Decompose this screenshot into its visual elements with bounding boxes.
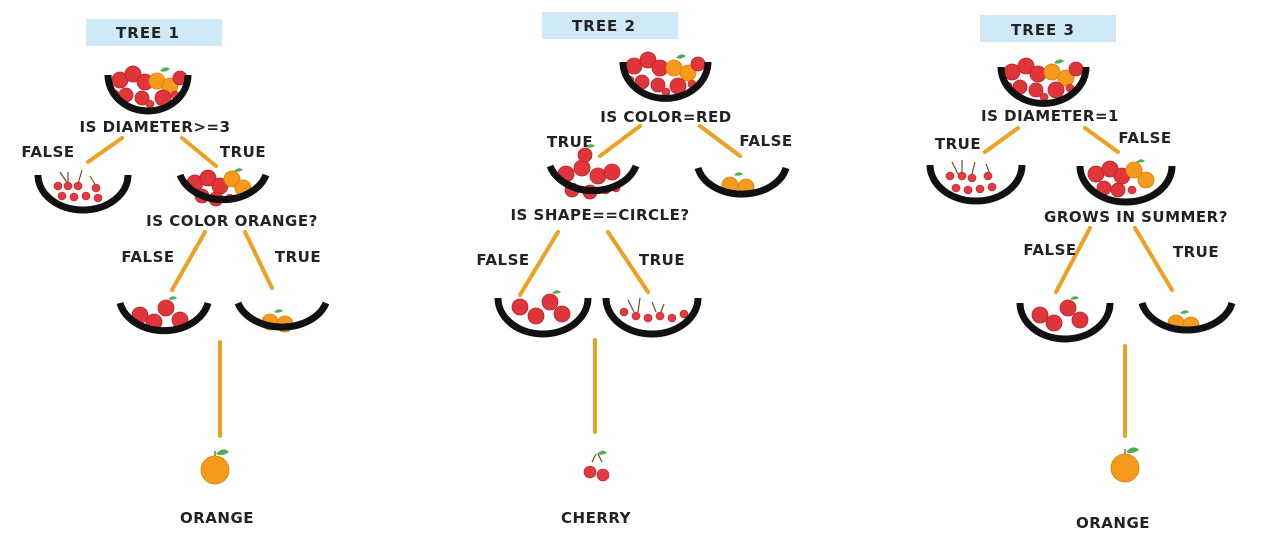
sub-question: IS COLOR ORANGE? [146, 212, 318, 230]
tree-1: TREE 1 IS DIAMETER>=3 FALSE TRUE [21, 19, 330, 527]
tree-title-badge [86, 19, 222, 46]
root-bowl [619, 51, 712, 102]
branch-label-left: FALSE [1023, 241, 1076, 259]
branch-label-left: TRUE [935, 135, 981, 153]
cherries-bowl [926, 160, 1026, 205]
branch-label-right: TRUE [1173, 243, 1219, 261]
apples [511, 290, 571, 325]
edge [170, 230, 207, 292]
mixed-bowl [1076, 159, 1176, 206]
edge [180, 136, 218, 168]
mixed-fruits [110, 65, 188, 109]
branch-label-left: FALSE [21, 143, 74, 161]
edge [598, 124, 642, 158]
branch-label-left: FALSE [121, 248, 174, 266]
branch-label-right: FALSE [739, 132, 792, 150]
result-label: ORANGE [1076, 514, 1150, 532]
apples-bowl [116, 296, 212, 335]
branch-label-right: TRUE [275, 248, 321, 266]
cherries [53, 169, 103, 203]
edge [518, 230, 560, 297]
tree-title: TREE 1 [116, 24, 180, 42]
tree-title: TREE 3 [1011, 21, 1075, 39]
root-bowl [997, 57, 1090, 107]
edge [1083, 126, 1120, 154]
edge [1133, 226, 1174, 292]
tree-title: TREE 2 [572, 17, 636, 35]
root-question: IS COLOR=RED [600, 108, 732, 126]
edge [86, 136, 124, 164]
edge [243, 230, 274, 290]
result-label: CHERRY [561, 509, 632, 527]
cherries [619, 297, 689, 323]
branch-label-left: FALSE [476, 251, 529, 269]
cherries [945, 160, 997, 195]
cherries-bowl [602, 297, 702, 338]
tree-title-badge [980, 15, 1116, 42]
edge [698, 124, 742, 158]
orange-fruit-icon [200, 449, 230, 485]
branch-label-left: TRUE [547, 133, 593, 151]
sub-question: GROWS IN SUMMER? [1044, 208, 1228, 226]
tree-3: TREE 3 IS DIAMETER=1 TRUE FALSE [926, 15, 1236, 532]
apples [1031, 296, 1089, 332]
edge [606, 230, 650, 294]
edge [983, 126, 1020, 154]
cherries-bowl [34, 169, 132, 214]
sub-question: IS SHAPE==CIRCLE? [510, 206, 689, 224]
apples-bowl [494, 290, 592, 338]
root-question: IS DIAMETER>=3 [79, 118, 230, 136]
branch-label-right: FALSE [1118, 129, 1171, 147]
mixed-fruits [1087, 159, 1155, 198]
mixed-bowl [176, 168, 270, 207]
oranges-bowl [694, 166, 790, 198]
tree-2: TREE 2 IS COLOR=RED TRUE FALSE [476, 12, 792, 527]
branch-label-right: TRUE [220, 143, 266, 161]
root-bowl [104, 65, 192, 115]
oranges-bowl [1138, 301, 1236, 334]
apples-bowl [1016, 296, 1114, 343]
edge [1054, 226, 1092, 294]
result-label: ORANGE [180, 509, 254, 527]
red-fruits-bowl [546, 144, 640, 200]
oranges-bowl [234, 301, 330, 333]
orange-fruit-icon [1110, 447, 1140, 483]
tree-title-badge [542, 12, 678, 39]
cherry-fruit-icon [583, 450, 610, 482]
root-question: IS DIAMETER=1 [981, 107, 1119, 125]
branch-label-right: TRUE [639, 251, 685, 269]
